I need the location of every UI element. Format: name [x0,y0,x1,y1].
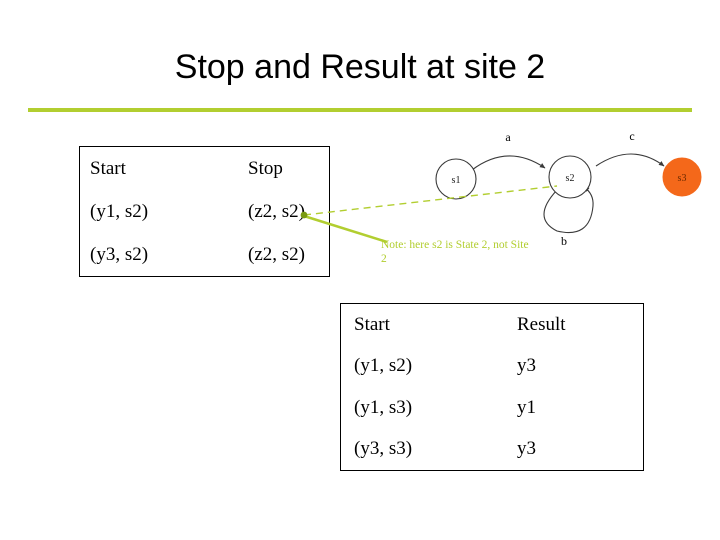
cell-result: y3 [517,438,536,460]
transition-arc-a [471,155,546,171]
annotation-note: Note: here s2 is State 2, not Site 2 [381,239,529,265]
cell-start: (y1, s3) [354,396,413,418]
transition-arc-c [595,153,665,167]
page-title: Stop and Result at site 2 [174,48,546,86]
cell-start: (y3, s2) [90,243,149,265]
column-header-start: Start [90,157,126,179]
column-header-start: Start [354,313,390,335]
cell-result: y3 [517,355,536,377]
column-header-result: Result [517,313,566,335]
cell-stop: (z2, s2) [248,200,305,222]
stop-table: Start Stop (y1, s2) (z2, s2) (y3, s2) (z… [79,146,330,277]
transition-label-b: b [561,234,567,246]
table-row: Start Result [341,304,643,346]
transition-label-c: c [629,129,634,143]
state-label-s2: s2 [566,173,575,184]
cell-start: (y1, s2) [354,355,413,377]
transition-label-a: a [505,130,511,144]
table-row: (y1, s3) y1 [341,387,643,429]
state-label-s1: s1 [452,175,461,186]
table-row: Start Stop [80,147,329,190]
cell-start: (y1, s2) [90,200,149,222]
state-node-s3 [662,157,702,197]
table-row: (y1, s2) y3 [341,346,643,388]
column-header-stop: Stop [248,157,283,179]
title-divider [28,108,692,112]
cell-start: (y3, s3) [354,438,413,460]
table-row: (y3, s2) (z2, s2) [80,233,329,276]
result-table: Start Result (y1, s2) y3 (y1, s3) y1 (y3… [340,303,644,471]
table-row: (y3, s3) y3 [341,429,643,471]
table-row: (y1, s2) (z2, s2) [80,190,329,233]
cell-result: y1 [517,396,536,418]
state-machine-diagram: s1 s2 s3 a b c [400,126,720,246]
state-label-s3: s3 [678,173,687,184]
cell-stop: (z2, s2) [248,243,305,265]
state-node-s2 [548,155,592,199]
